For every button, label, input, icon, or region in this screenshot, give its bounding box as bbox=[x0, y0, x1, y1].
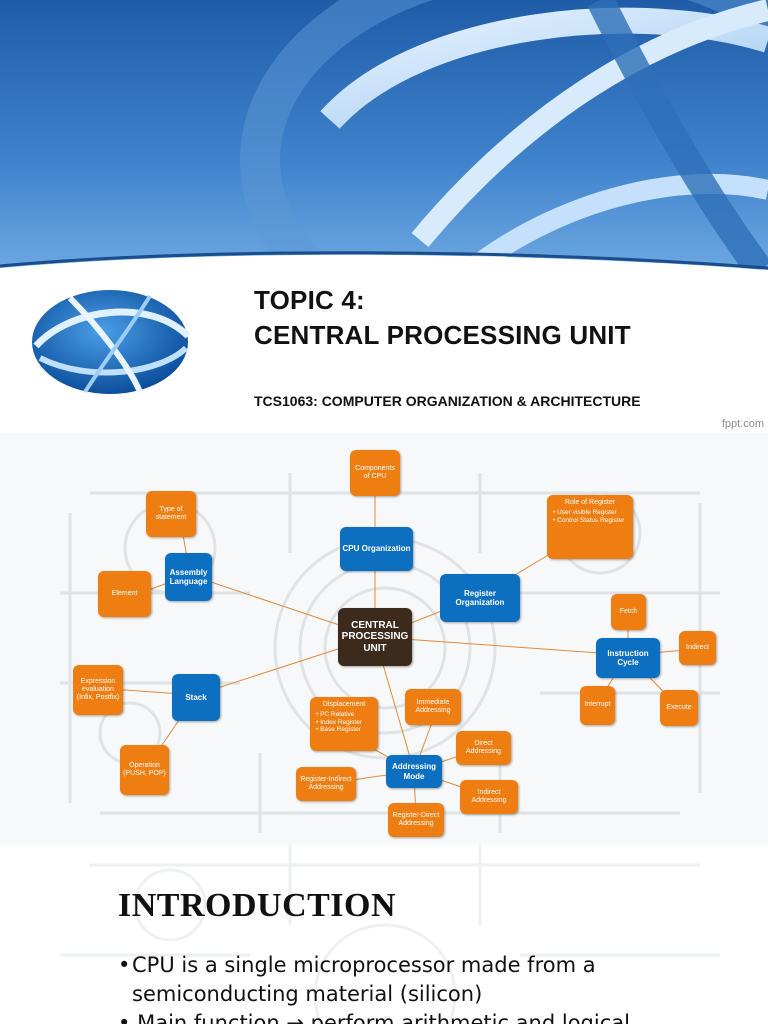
immediate-addressing-node[interactable]: Immediate Addressing bbox=[405, 689, 461, 725]
execute-node[interactable]: Execute bbox=[660, 690, 698, 726]
type-of-statement-node[interactable]: Type of statement bbox=[146, 491, 196, 537]
register-organization-node[interactable]: Register Organization bbox=[440, 574, 520, 622]
components-node[interactable]: Components of CPU bbox=[350, 450, 400, 496]
indirect-node[interactable]: Indirect bbox=[679, 631, 716, 665]
register-direct-node[interactable]: Register-Direct Addressing bbox=[388, 803, 444, 837]
introduction-heading: INTRODUCTION bbox=[118, 887, 397, 924]
instruction-cycle-node[interactable]: Instruction Cycle bbox=[596, 638, 660, 678]
role-of-register-node[interactable]: Role of Register • User visible Register… bbox=[547, 495, 633, 559]
direct-addressing-node[interactable]: Direct Addressing bbox=[456, 731, 511, 765]
globe-logo bbox=[32, 290, 191, 394]
displacement-item: Base Register bbox=[320, 725, 361, 733]
indirect-addressing-node[interactable]: Indirect Addressing bbox=[460, 780, 518, 814]
watermark: fppt.com bbox=[721, 418, 764, 430]
stack-node[interactable]: Stack bbox=[172, 674, 220, 721]
assembly-language-node[interactable]: Assembly Language bbox=[165, 553, 212, 601]
slide-title: TOPIC 4: CENTRAL PROCESSING UNIT bbox=[254, 283, 631, 353]
element-node[interactable]: Element bbox=[98, 571, 151, 617]
cpu-organization-node[interactable]: CPU Organization bbox=[340, 527, 413, 571]
role-register-title: Role of Register bbox=[564, 499, 616, 506]
course-subtitle: TCS1063: COMPUTER ORGANIZATION & ARCHITE… bbox=[254, 393, 641, 409]
bullet-2: • Main function → perform arithmetic and… bbox=[118, 1011, 630, 1024]
register-indirect-node[interactable]: Register-Indirect Addressing bbox=[296, 767, 356, 801]
bullet-dot: • bbox=[118, 1011, 131, 1024]
globe-arcs-graphic bbox=[0, 0, 768, 290]
title-line-1: TOPIC 4: bbox=[254, 285, 365, 315]
bullet-1: • CPU is a single microprocessor made fr… bbox=[118, 951, 758, 1009]
banner-background bbox=[0, 0, 768, 290]
title-line-2: CENTRAL PROCESSING UNIT bbox=[254, 320, 631, 350]
bullet-2-text: Main function → perform arithmetic and l… bbox=[137, 1011, 630, 1024]
title-slide: TOPIC 4: CENTRAL PROCESSING UNIT TCS1063… bbox=[0, 0, 768, 433]
addressing-mode-node[interactable]: Addressing Mode bbox=[386, 755, 442, 788]
cpu-center-node[interactable]: CENTRAL PROCESSING UNIT bbox=[338, 608, 412, 666]
role-register-item: User visible Register bbox=[557, 509, 617, 517]
displacement-item: Index Register bbox=[320, 718, 363, 726]
fetch-node[interactable]: Fetch bbox=[611, 594, 646, 630]
role-register-item: Control Status Register bbox=[557, 516, 625, 524]
expression-evaluation-node[interactable]: Expression evaluation (Infix, Postfix) bbox=[73, 665, 123, 715]
displacement-item: PC Relative bbox=[320, 711, 355, 719]
introduction-slide: INTRODUCTION • CPU is a single microproc… bbox=[0, 845, 768, 1024]
displacement-title: Displacement bbox=[322, 701, 366, 708]
circuit-background bbox=[60, 845, 720, 1024]
operation-node[interactable]: Operation (PUSH, POP) bbox=[120, 745, 169, 795]
bullet-1-text: CPU is a single microprocessor made from… bbox=[132, 953, 596, 1006]
interrupt-node[interactable]: Interrupt bbox=[580, 686, 615, 725]
bullet-dot: • bbox=[118, 953, 131, 977]
mind-map-slide: CENTRAL PROCESSING UNIT Components of CP… bbox=[0, 433, 768, 845]
displacement-node[interactable]: Displacement • PC Relative • Index Regis… bbox=[310, 697, 378, 751]
